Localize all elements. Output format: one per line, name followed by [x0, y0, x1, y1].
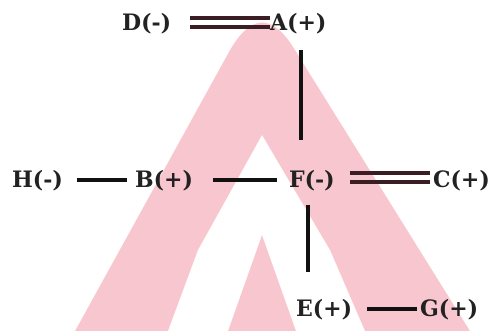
- watermark-logo-notch: [228, 235, 296, 331]
- node-c: C(+): [433, 167, 490, 193]
- relation-lines: [77, 16, 430, 311]
- node-d: D(-): [122, 10, 171, 36]
- watermark-logo: [75, 22, 470, 331]
- node-g: G(+): [420, 296, 478, 322]
- node-e: E(+): [296, 296, 352, 322]
- node-a: A(+): [269, 10, 326, 36]
- watermark-logo-shape: [75, 22, 470, 331]
- node-f: F(-): [289, 167, 335, 193]
- relation-d-a: [190, 16, 270, 29]
- node-b: B(+): [135, 167, 193, 193]
- node-labels: D(-) A(+) H(-) B(+) F(-) C(+) E(+) G(+): [12, 10, 490, 322]
- relation-f-c: [350, 171, 430, 184]
- node-h: H(-): [12, 167, 63, 193]
